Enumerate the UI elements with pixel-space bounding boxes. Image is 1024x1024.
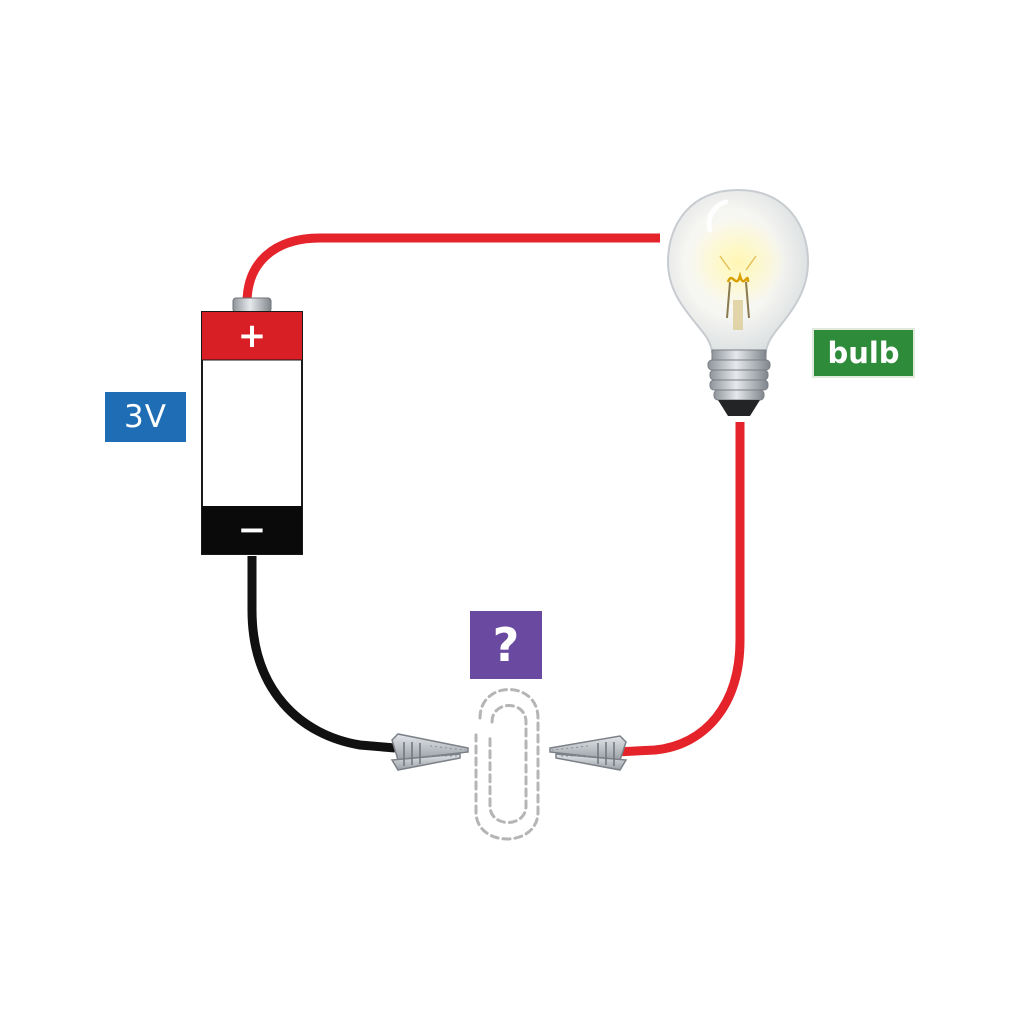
question-label: ? xyxy=(470,611,542,679)
voltage-label: 3V xyxy=(105,392,186,442)
bulb-label: bulb xyxy=(812,328,915,378)
alligator-clip-left-icon xyxy=(390,733,469,771)
red-wire-top xyxy=(242,233,660,304)
battery-negative-label: − xyxy=(237,510,267,550)
black-wire xyxy=(247,556,396,753)
battery-positive-label: + xyxy=(237,316,267,356)
paperclip-outline-icon xyxy=(474,688,540,841)
red-wire-right xyxy=(614,422,745,757)
light-bulb-icon xyxy=(666,188,810,416)
alligator-clip-right-icon xyxy=(549,735,628,771)
battery-icon xyxy=(201,297,303,555)
